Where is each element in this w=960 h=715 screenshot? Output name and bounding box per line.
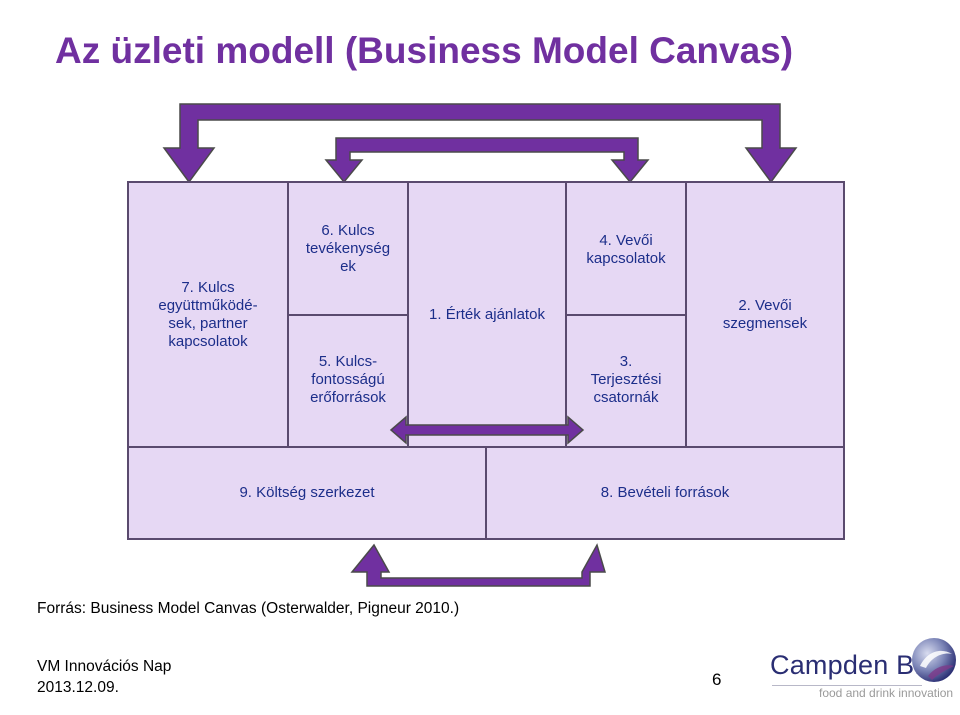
label-key-partners: 7. Kulcs együttműködé- sek, partner kapc… <box>158 278 258 350</box>
label-customer-segments: 2. Vevői szegmensek <box>722 297 808 332</box>
event-info: VM Innovációs Nap 2013.12.09. <box>37 656 171 698</box>
label-key-resources: 5. Kulcs- fontosságú erőforrások <box>310 353 386 406</box>
event-date: 2013.12.09. <box>37 679 119 696</box>
arrow-activities-relationships <box>324 137 650 184</box>
event-name: VM Innovációs Nap <box>37 658 172 675</box>
block-customer-relationships <box>565 181 687 316</box>
label-cost-structure: 9. Költség szerkezet <box>239 484 375 501</box>
block-revenue-streams <box>485 446 845 540</box>
page-title: Az üzleti modell (Business Model Canvas) <box>55 30 794 71</box>
label-revenue-streams: 8. Bevételi források <box>600 484 730 501</box>
label-customer-relationships: 4. Vevői kapcsolatok <box>586 232 666 267</box>
arrow-costs-revenue <box>350 543 607 587</box>
logo-divider <box>772 685 922 686</box>
source-note: Forrás: Business Model Canvas (Osterwald… <box>37 600 460 617</box>
block-value-proposition <box>407 181 567 448</box>
campden-bri-logo-icon <box>912 638 956 682</box>
block-key-resources <box>287 314 409 448</box>
block-customer-segments <box>685 181 845 448</box>
label-key-activities: 6. Kulcs tevékenység ek <box>305 222 391 275</box>
label-channels: 3. Terjesztési csatornák <box>590 353 662 406</box>
block-key-activities <box>287 181 409 316</box>
arrow-resources-channels <box>389 415 585 445</box>
label-value-proposition: 1. Érték ajánlatok <box>429 306 545 323</box>
page-number: 6 <box>712 670 722 689</box>
logo-tagline: food and drink innovation <box>819 686 954 700</box>
block-channels <box>565 314 687 448</box>
arrow-partners-segments <box>162 103 798 184</box>
block-cost-structure <box>127 446 487 540</box>
